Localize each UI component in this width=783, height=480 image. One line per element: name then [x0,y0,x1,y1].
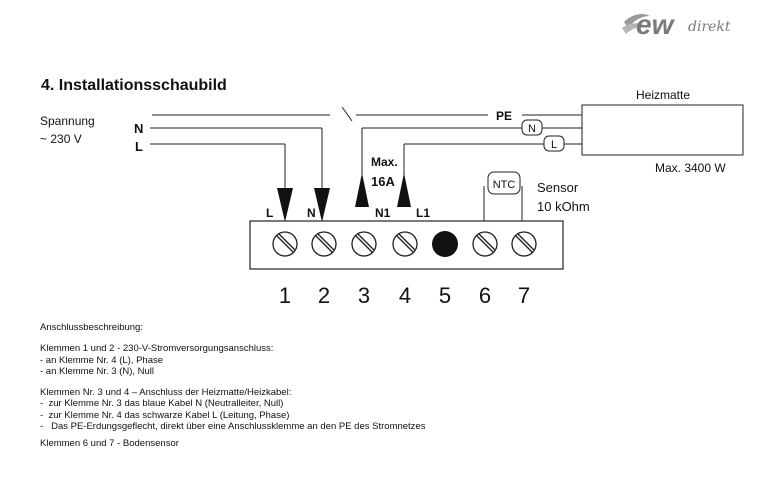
section-heading: 4. Installationsschaubild [41,77,227,94]
terminal-number-4: 4 [399,283,411,308]
arrow-down-terminal-1 [277,188,293,222]
description-block1-line2: - an Klemme Nr. 4 (L), Phase [40,354,164,366]
description-block1-line1: Klemmen 1 und 2 - 230-V-Stromversorgungs… [40,343,274,355]
mat-n-tag: N [521,119,543,136]
terminal-numbers: 1 2 3 4 5 6 7 [279,283,530,308]
terminal-screw-1 [272,231,298,257]
arrows [277,173,411,222]
terminal-label-1: L [266,206,273,220]
heating-mat-title: Heizmatte [636,88,690,102]
supply-l-label: L [135,139,143,154]
terminal-number-2: 2 [318,283,330,308]
terminal-screw-6 [472,231,498,257]
logo-direkt-text: direkt [688,19,731,35]
mat-l-tag-text: L [551,139,557,151]
terminal-screw-3 [351,231,377,257]
mat-l-tag: L [543,135,565,152]
pe-label: PE [496,109,512,123]
terminal-label-3: N1 [375,206,391,220]
installation-diagram: ew direkt 4. Installationsschaubild Span… [40,9,744,308]
brand-logo: ew direkt [622,9,731,40]
arrow-up-terminal-3 [355,173,369,207]
description-block2-line4: - Das PE-Erdungsgeflecht, direkt über ei… [40,421,426,433]
heating-mat-box [581,104,744,156]
terminal-screw-4 [392,231,418,257]
terminal-screws [272,231,537,257]
arrow-up-terminal-4 [397,173,411,207]
terminal-number-3: 3 [358,283,370,308]
supply-n-label: N [134,121,143,136]
pe-switch [341,106,353,122]
sensor-resistance: 10 kOhm [537,199,590,214]
logo-ew-text: ew [636,9,676,40]
description-block3-line1: Klemmen 6 und 7 - Bodensensor [40,438,179,450]
terminal-number-5: 5 [439,283,451,308]
description-block2-line3: - zur Klemme Nr. 4 das schwarze Kabel L … [40,409,290,421]
terminal-label-4: L1 [416,206,430,220]
terminal-number-1: 1 [279,283,291,308]
connection-description: Anschlussbeschreibung: Klemmen 1 und 2 -… [40,322,740,450]
terminal-number-6: 6 [479,283,491,308]
terminal-5-filled [432,231,458,257]
terminal-screw-7 [511,231,537,257]
supply-label: Spannung [40,114,95,128]
description-block2-line2: - zur Klemme Nr. 3 das blaue Kabel N (Ne… [40,398,284,410]
terminal-screw-2 [311,231,337,257]
max-current-value: 16A [371,174,395,189]
ntc-sensor: NTC [487,171,521,195]
supply-voltage: ~ 230 V [40,132,82,146]
heating-mat-max-power: Max. 3400 W [655,161,726,175]
terminal-label-2: N [307,206,316,220]
description-block1-line3: - an Klemme Nr. 3 (N), Null [40,365,155,377]
ntc-label: NTC [493,179,516,191]
arrow-down-terminal-2 [314,188,330,222]
max-current-label: Max. [371,155,398,169]
description-block2-line1: Klemmen Nr. 3 und 4 – Anschluss der Heiz… [40,387,292,399]
description-title: Anschlussbeschreibung: [40,322,143,333]
mat-n-tag-text: N [528,123,536,135]
terminal-number-7: 7 [518,283,530,308]
sensor-label: Sensor [537,180,579,195]
